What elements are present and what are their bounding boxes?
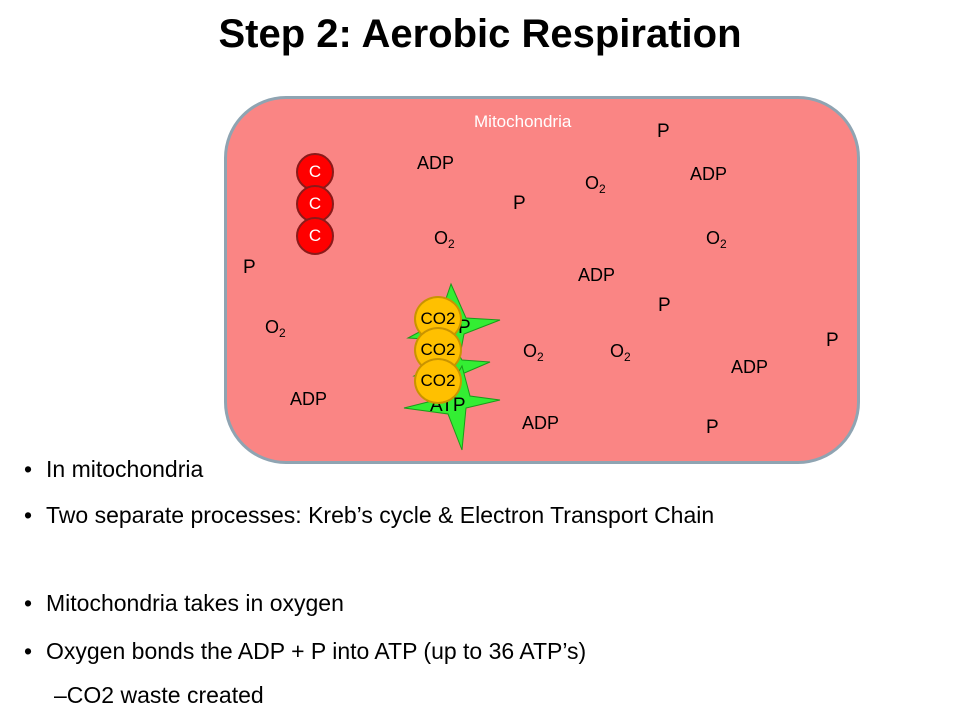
bullet-dot: •: [24, 502, 33, 528]
mitochondria-label: Mitochondria: [474, 112, 572, 131]
oxygen-label: O2: [265, 317, 286, 340]
adp-label: ADP: [690, 164, 728, 184]
oxygen-label: O2: [706, 228, 727, 251]
carbon-atom: C: [296, 185, 334, 223]
oxygen-label: O2: [434, 228, 455, 251]
bullet-dot: •: [24, 638, 33, 664]
adp-label: ADP: [522, 413, 560, 433]
phosphate-label: P: [513, 193, 526, 214]
page-title: Step 2: Aerobic Respiration: [218, 12, 742, 56]
phosphate-label: P: [243, 257, 256, 278]
sub-bullet-item: –CO2 waste created: [54, 682, 264, 708]
adp-label: ADP: [578, 265, 616, 285]
phosphate-label: P: [826, 330, 839, 351]
oxygen-label: O2: [610, 341, 631, 364]
adp-label: ADP: [417, 153, 455, 173]
oxygen-label: O2: [523, 341, 544, 364]
bullet-dot: •: [24, 456, 33, 482]
adp-label: ADP: [731, 357, 769, 377]
phosphate-label: P: [706, 417, 719, 438]
mitochondria-shape: [224, 96, 860, 464]
oxygen-label: O2: [585, 173, 606, 196]
adp-label: ADP: [290, 389, 328, 409]
co2-molecule: CO2: [414, 358, 462, 404]
carbon-atom: C: [296, 217, 334, 255]
phosphate-label: P: [658, 295, 671, 316]
phosphate-label: P: [657, 121, 670, 142]
bullet-dot: •: [24, 590, 33, 616]
